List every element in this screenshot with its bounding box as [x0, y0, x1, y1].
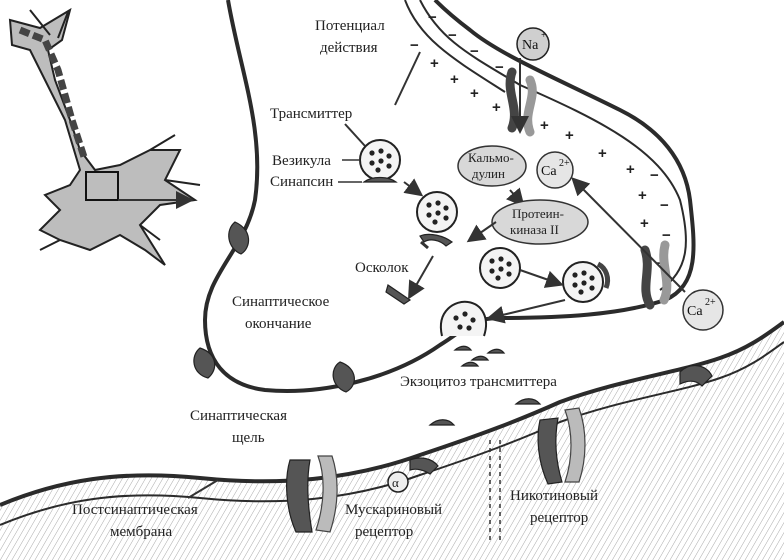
nicotinic-label-1: Никотиновый — [510, 488, 598, 504]
charge-plus-1: + — [430, 55, 439, 72]
protein-kinase-label-2: киназа II — [510, 222, 559, 237]
charge-plus-4: + — [492, 99, 501, 116]
synapsin-fragment-on-vesicle — [596, 261, 611, 289]
calcium-ion-outside — [682, 289, 724, 331]
vesicle-3 — [479, 247, 521, 289]
postsynaptic-side — [0, 320, 784, 560]
sodium-channel: Na + — [505, 27, 550, 137]
postsynaptic-membrane-label-2: мембрана — [110, 524, 172, 540]
calcium-channel: Ca 2+ — [571, 177, 724, 331]
nicotinic-receptor — [537, 365, 713, 485]
vesicle-2 — [416, 191, 458, 247]
sodium-ion-charge: + — [541, 30, 547, 41]
charge-minus-4: − — [495, 59, 504, 76]
charge-plus-6: + — [565, 127, 574, 144]
charge-minus-6: − — [660, 197, 669, 214]
process-arrows — [394, 51, 566, 324]
presynaptic-membrane-inner — [419, 0, 687, 291]
nicotinic-label-2: рецептор — [530, 510, 588, 526]
calcium-inside-charge: 2+ — [559, 158, 570, 169]
exocytosis-label: Экзоцитоз трансмиттера — [400, 374, 557, 390]
charge-plus-3: + — [470, 85, 479, 102]
alpha-subunit — [387, 471, 409, 493]
calmodulin: Кальмо- дулин Ca 2+ — [457, 145, 574, 208]
charge-plus-5: + — [540, 117, 549, 134]
charge-plus-9: + — [638, 187, 647, 204]
vesicle-4 — [562, 261, 611, 303]
calcium-outside-label: Ca — [687, 304, 703, 319]
action-potential-label-1: Потенциал — [315, 18, 385, 34]
vesicle-fusing — [439, 300, 487, 337]
synaptic-cleft-label-2: щель — [232, 430, 265, 446]
transmitter-label: Трансмиттер — [270, 106, 352, 122]
calmodulin-label-1: Кальмо- — [468, 150, 514, 165]
released-transmitter — [428, 345, 542, 426]
vesicle-label: Везикула — [272, 153, 331, 169]
action-potential-pointer — [394, 51, 421, 106]
protein-kinase-ii: Протеин- киназа II — [466, 199, 589, 245]
calcium-ion-inside — [536, 151, 574, 189]
charge-minus-2: − — [448, 27, 457, 44]
calmodulin-label-2: дулин — [472, 166, 505, 181]
postsynaptic-membrane-label-1: Постсинаптическая — [72, 502, 198, 518]
calcium-outside-charge: 2+ — [705, 297, 716, 308]
membrane-charges: − − − − − − − − − + + + + + + + + + + — [410, 9, 671, 272]
charge-minus-3: − — [470, 43, 479, 60]
presynaptic-proteins — [193, 221, 355, 393]
zoom-box — [85, 171, 119, 201]
neuron-inset — [8, 7, 201, 266]
synapsin-fragments — [385, 240, 429, 305]
alpha-label: α — [392, 475, 399, 490]
charge-minus-7: − — [662, 227, 671, 244]
charge-minus-5: − — [650, 167, 659, 184]
synapsin-anchor — [362, 176, 398, 183]
transmitter-pointer — [344, 123, 366, 147]
charge-plus-8: + — [626, 161, 635, 178]
synaptic-terminal-label-2: окончание — [245, 316, 312, 332]
muscarinic-label-1: Мускариновый — [345, 502, 442, 518]
protein-kinase-label-1: Протеин- — [512, 206, 564, 221]
charge-plus-7: + — [598, 145, 607, 162]
charge-minus-1: − — [428, 9, 437, 26]
postsynaptic-pointer — [187, 479, 219, 499]
sodium-ion — [516, 27, 550, 61]
muscarinic-label-2: рецептор — [355, 524, 413, 540]
muscarinic-receptor: α — [286, 455, 439, 533]
vesicle-1 — [359, 139, 401, 183]
charge-minus-9: − — [410, 37, 419, 54]
charge-plus-10: + — [640, 215, 649, 232]
synaptic-terminal-label-1: Синаптическое — [232, 294, 330, 310]
synapsin-label: Синапсин — [270, 174, 333, 190]
synaptic-cleft-label-1: Синаптическая — [190, 408, 287, 424]
action-potential-label-2: действия — [320, 40, 378, 56]
sodium-ion-label: Na — [522, 38, 539, 53]
charge-plus-2: + — [450, 71, 459, 88]
charge-minus-8: − — [655, 255, 664, 272]
calcium-inside-label: Ca — [541, 164, 557, 179]
fragment-label: Осколок — [355, 260, 409, 276]
postsynaptic-membrane-line — [0, 320, 784, 507]
axon-outer-line — [404, 0, 506, 93]
